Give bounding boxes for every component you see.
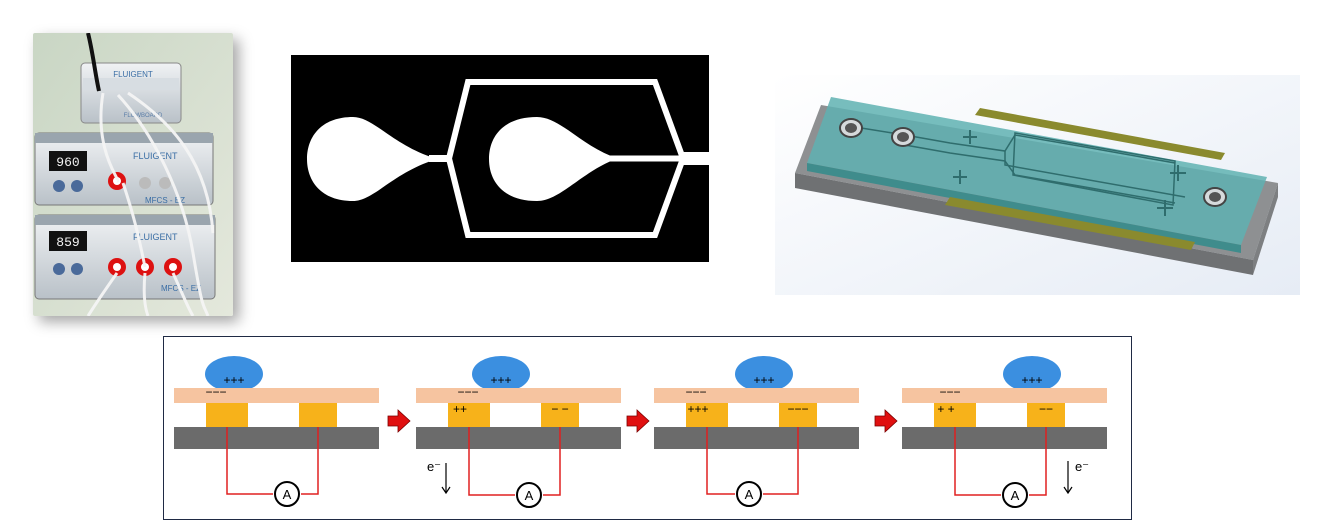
power-cable (86, 33, 101, 92)
right-electrode-charge: −− (1039, 402, 1053, 416)
circuit-wire (954, 427, 1047, 496)
transition-arrow-1 (387, 409, 411, 433)
pressure-controller-photo: FLUIGENT FLOWBOARD 960 FLUIGENT MFCS - E… (33, 33, 233, 316)
pressure-display-1: 960 (56, 155, 79, 170)
alignment-marks (953, 130, 1186, 216)
dielectric-layer (902, 388, 1107, 403)
droplet (1003, 356, 1061, 392)
dielectric-layer (654, 388, 859, 403)
droplet-charge: +++ (490, 373, 511, 387)
droplet-charge: +++ (223, 373, 244, 387)
stage-3: +++ −−− +++ −−− A (654, 356, 859, 507)
circuit-wire (226, 427, 319, 495)
left-electrode (206, 403, 248, 427)
right-electrode (1027, 403, 1065, 427)
droplet-charge: +++ (1021, 373, 1042, 387)
right-electrode (299, 403, 337, 427)
fluid-ports (839, 118, 1227, 207)
ammeter-icon (274, 481, 300, 507)
circuit-wire (468, 427, 561, 496)
ammeter-label: A (745, 487, 754, 502)
droplet-charge: +++ (753, 373, 774, 387)
dielectric-layer (174, 388, 379, 403)
layer-charge: −−− (939, 385, 960, 399)
inlet-channel (429, 155, 449, 162)
stage-1: +++−−− A (174, 356, 379, 507)
droplet (735, 356, 793, 392)
unit1-brand: FLUIGENT (133, 151, 178, 161)
transition-arrow-2 (626, 409, 650, 433)
chip-3d-render (775, 75, 1300, 295)
pressure-display-2: 859 (56, 235, 79, 250)
dielectric-layer (416, 388, 621, 403)
ammeter-icon (736, 481, 762, 507)
left-electrode (448, 403, 490, 427)
layer-charge: −−− (685, 385, 706, 399)
tubing (86, 91, 215, 316)
outlet-channel (683, 152, 709, 165)
inner-channel (609, 155, 685, 162)
ammeter-label: A (283, 487, 292, 502)
unit1-model: MFCS - EZ (145, 196, 185, 205)
electron-label: e⁻ (1075, 459, 1089, 474)
substrate (654, 427, 859, 449)
right-electrode-charge: −−− (787, 402, 808, 416)
droplet (472, 356, 530, 392)
left-electrode (934, 403, 976, 427)
ammeter-icon (516, 482, 542, 508)
left-electrode-charge: ++ (453, 402, 467, 416)
circuit-wire (706, 427, 799, 495)
layer-charge: −−− (457, 385, 478, 399)
unit2-brand: FLUIGENT (133, 232, 178, 242)
ammeter-label: A (1011, 488, 1020, 503)
left-electrode (686, 403, 728, 427)
electron-flow-arrow (1063, 461, 1073, 495)
channel-mask-diagram (291, 55, 709, 262)
right-electrode (779, 403, 817, 427)
ammeter-label: A (525, 488, 534, 503)
flowboard-label: FLOWBOARD (124, 113, 163, 119)
left-electrode-charge: +++ (687, 402, 708, 416)
substrate (174, 427, 379, 449)
right-electrode (541, 403, 579, 427)
electron-label: e⁻ (427, 459, 441, 474)
substrate (416, 427, 621, 449)
right-electrode-charge: − − (551, 402, 568, 416)
droplet (205, 356, 263, 392)
ammeter-icon (1002, 482, 1028, 508)
inner-reservoir (489, 117, 611, 201)
flowboard-unit: FLUIGENT FLOWBOARD (80, 62, 182, 124)
layer-charge: −−− (205, 385, 226, 399)
left-electrode-charge: + + (937, 402, 954, 416)
electrode-top (975, 108, 1225, 160)
stage-4: +++ −−− + + −− Ae⁻ (902, 356, 1107, 508)
substrate (902, 427, 1107, 449)
electron-flow-arrow (441, 463, 451, 495)
stage-2: +++ −−− ++ − − Ae⁻ (416, 356, 621, 508)
flowboard-brand: FLUIGENT (113, 70, 153, 79)
inlet-reservoir (307, 117, 431, 201)
electrode-bottom (945, 197, 1195, 250)
mfcs-unit-1: 960 FLUIGENT MFCS - EZ (34, 132, 214, 206)
transition-arrow-3 (874, 409, 898, 433)
